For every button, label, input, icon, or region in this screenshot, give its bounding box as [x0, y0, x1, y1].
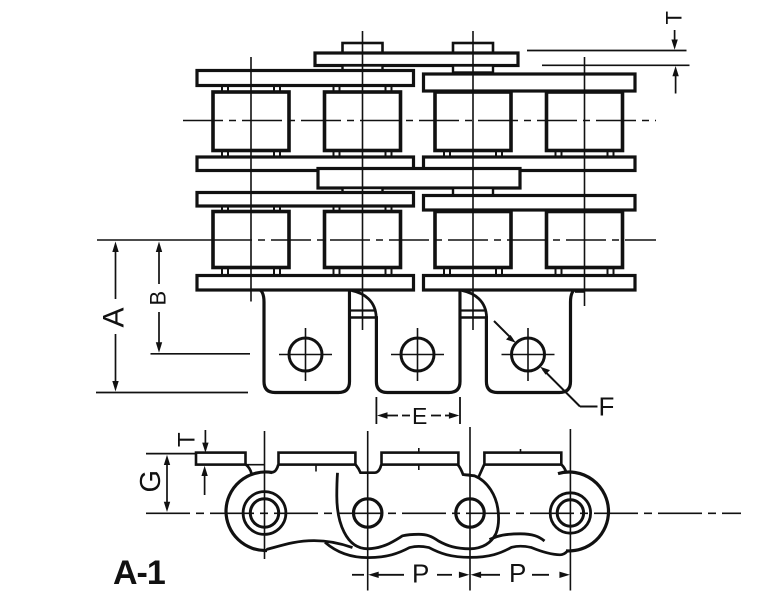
svg-text:P: P [509, 558, 526, 588]
svg-text:P: P [412, 559, 429, 589]
svg-text:A: A [98, 307, 131, 327]
svg-text:F: F [599, 392, 615, 422]
svg-text:B: B [146, 291, 171, 306]
svg-text:A-1: A-1 [113, 554, 165, 592]
svg-text:T: T [662, 11, 687, 24]
svg-text:E: E [412, 403, 427, 429]
svg-text:T: T [174, 432, 201, 447]
svg-text:G: G [135, 470, 167, 493]
